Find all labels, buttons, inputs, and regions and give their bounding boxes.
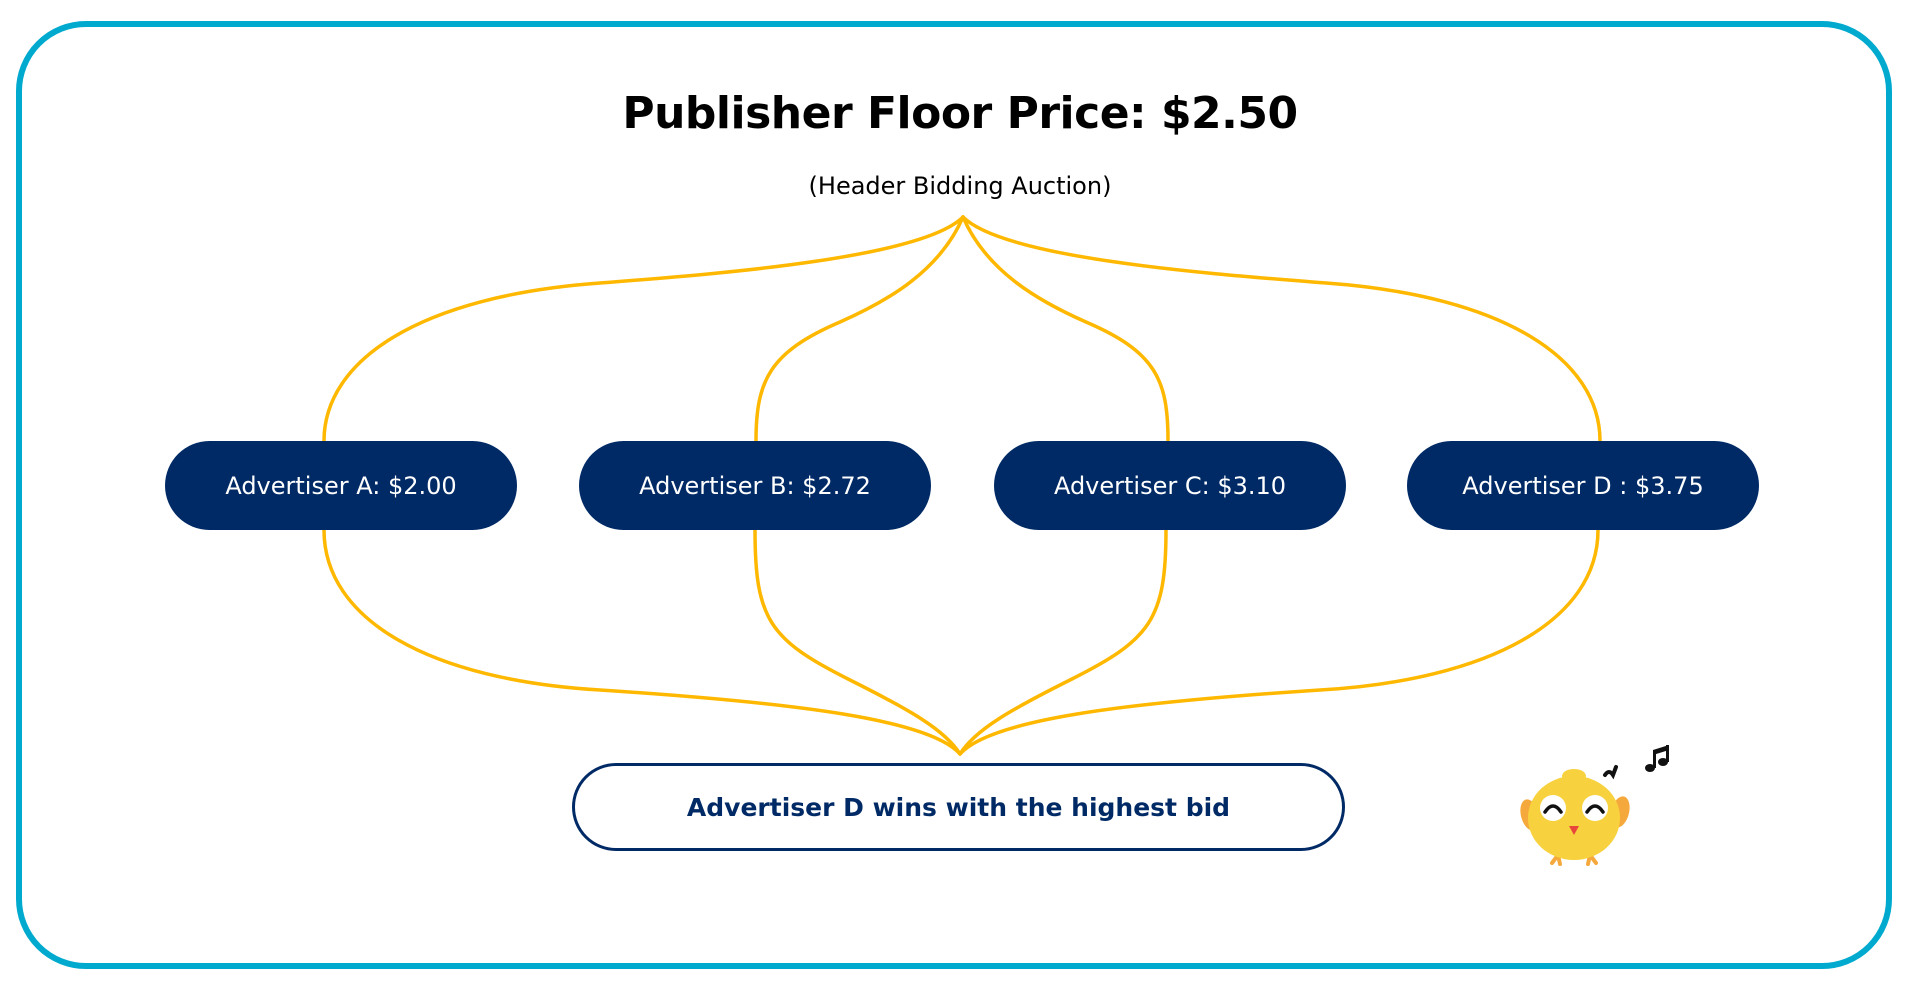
advertiser-a-label: Advertiser A: $2.00	[225, 471, 457, 500]
connector-top-c	[961, 215, 1170, 443]
advertiser-b-node: Advertiser B: $2.72	[579, 441, 931, 530]
connector-bottom-d	[958, 528, 1600, 756]
connector-bottom-c	[958, 528, 1168, 756]
advertiser-b-label: Advertiser B: $2.72	[639, 471, 871, 500]
winner-result-text: Advertiser D wins with the highest bid	[686, 792, 1231, 822]
advertiser-c-node: Advertiser C: $3.10	[994, 441, 1346, 530]
diagram-frame	[16, 21, 1892, 969]
diagram-subtitle: (Header Bidding Auction)	[808, 172, 1112, 200]
connector-top-a	[322, 215, 965, 443]
connector-bottom-a	[322, 528, 962, 756]
advertiser-a-node: Advertiser A: $2.00	[165, 441, 517, 530]
advertiser-d-label: Advertiser D : $3.75	[1462, 471, 1704, 500]
advertiser-c-label: Advertiser C: $3.10	[1053, 471, 1287, 500]
connector-top-d	[961, 215, 1602, 443]
winner-result-box: Advertiser D wins with the highest bid	[572, 763, 1345, 851]
connector-bottom-b	[753, 528, 962, 756]
chick-singing-icon	[1520, 745, 1669, 866]
diagram-title: Publisher Floor Price: $2.50	[622, 88, 1298, 139]
advertiser-d-node: Advertiser D : $3.75	[1407, 441, 1759, 530]
connector-top-b	[754, 215, 965, 443]
